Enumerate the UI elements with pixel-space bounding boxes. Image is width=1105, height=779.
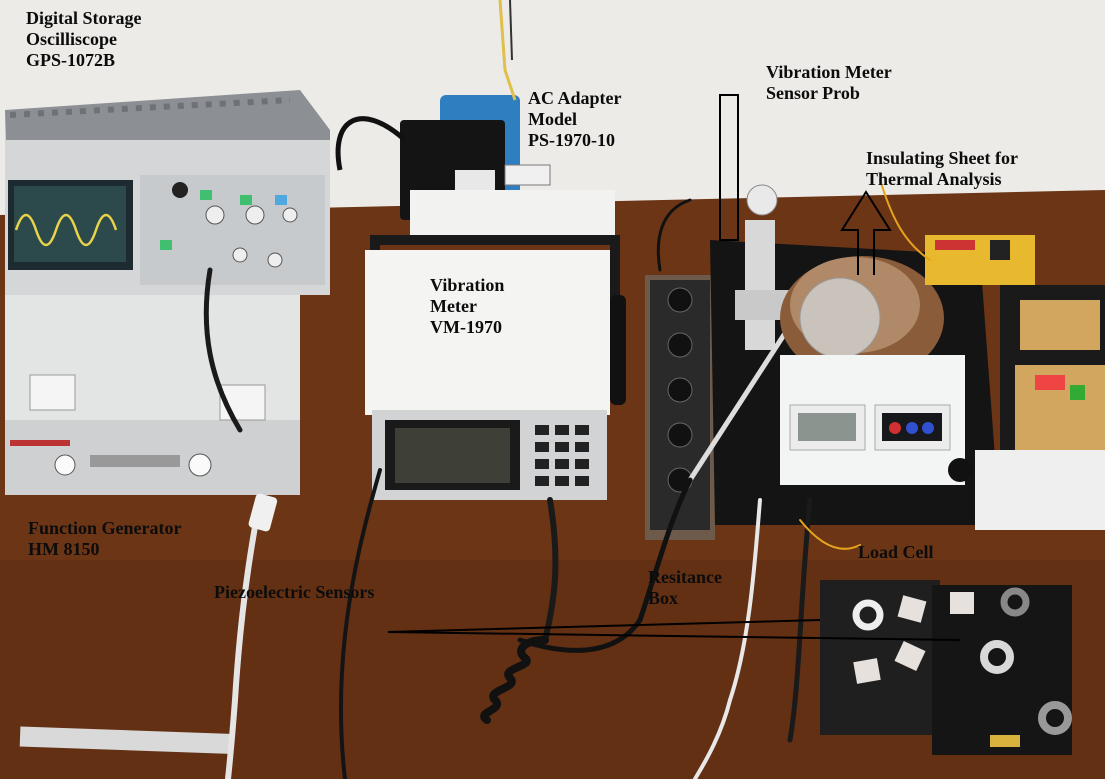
label-vibration-meter: Vibration Meter VM-1970 — [430, 275, 505, 337]
resistance-box — [645, 275, 715, 540]
label-insulating-sheet: Insulating Sheet for Thermal Analysis — [866, 148, 1019, 189]
label-load-cell: Load Cell — [858, 542, 934, 562]
annotation-pointers — [387, 94, 961, 641]
function-generator — [5, 295, 300, 495]
paper-strip — [19, 726, 231, 754]
label-vibration-probe: Vibration Meter Sensor Prob — [766, 62, 892, 103]
load-cell-scale — [780, 256, 965, 485]
oscilloscope — [5, 90, 330, 300]
label-oscilloscope: Digital Storage Oscilliscope GPS-1072B — [26, 8, 142, 70]
label-resistance-box: Resitance Box — [648, 567, 722, 608]
piezo-sensor-plates — [820, 580, 1072, 755]
label-function-generator: Function Generator HM 8150 — [28, 518, 182, 559]
probe-pointer-rect — [719, 94, 739, 241]
circuit-boards — [925, 235, 1105, 530]
piezo-pointer-line-1 — [387, 619, 821, 633]
label-piezo-sensors: Piezoelectric Sensors — [214, 582, 375, 602]
label-ac-adapter: AC Adapter Model PS-1970-10 — [528, 88, 622, 150]
ac-adapter — [335, 0, 615, 235]
piezo-pointer-line-2 — [387, 631, 961, 641]
insulating-sheet-arrow — [840, 190, 892, 275]
vibration-meter — [365, 235, 626, 500]
